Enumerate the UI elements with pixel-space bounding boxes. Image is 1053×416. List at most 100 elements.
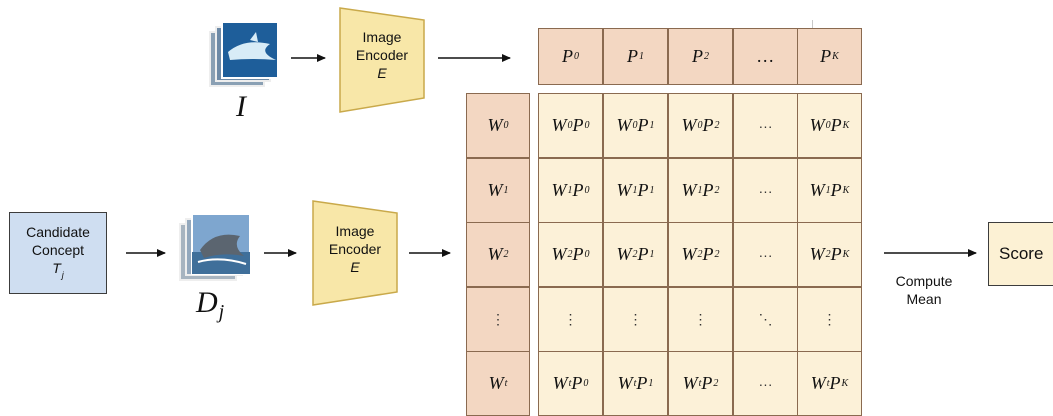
grid-cell-w-sub: 2 [825,249,831,260]
grid-cell-p: P [636,373,648,393]
grid-cell-w-sub: 1 [567,185,573,196]
grid-cell-p: P [702,244,714,264]
w-header-sym: W [487,244,503,264]
grid-cell-p-sub: K [842,249,850,260]
encoder-top-line2: Encoder [355,47,409,63]
grid-cell-p-sub: 2 [714,120,720,131]
grid-cell-p: P [572,180,584,200]
grid-cell-p-sub: 0 [584,249,590,260]
grid-cell-w: W [682,373,698,393]
p-header-sub: K [832,51,839,62]
p-header-ellipsis: … [757,46,774,66]
compute-mean-label: Compute Mean [880,272,968,308]
grid-cell-w-sub: 2 [567,249,573,260]
grid-cell-w-sub: t [826,378,830,389]
grid-cell-p-sub: K [841,378,849,389]
grid-cell-p: P [829,373,841,393]
encoder-bottom-symbol: E [350,259,360,275]
dataset-images-icon [179,213,251,281]
grid-cell-p-sub: 2 [714,185,720,196]
encoder-top-line1: Image [362,29,402,45]
w-header-sym: W [488,373,504,393]
grid-cell-w: W [809,115,825,135]
grid-cell-p-sub: K [842,185,850,196]
grid-cell-p-sub: 0 [584,120,590,131]
grid-cell: ··· [733,222,798,287]
grid-cell-p: P [572,115,584,135]
grid-cell: ⋮ [668,287,733,352]
p-header-cell: … [733,28,798,85]
grid-cell: ··· [733,93,798,158]
grid-cell-w: W [616,244,632,264]
candidate-symbol-sub: j [61,269,64,280]
grid-cell-p: P [702,180,714,200]
w-header-sub: t [504,378,508,389]
grid-cell-p: P [701,373,713,393]
grid-cell: ⋮ [538,287,603,352]
grid-cell-w: W [617,373,633,393]
p-header-sub: 0 [574,51,579,62]
grid-cell-p: P [830,180,842,200]
candidate-line2: Concept [31,241,85,258]
candidate-line1: Candidate [26,223,90,240]
grid-cell-w-sub: 1 [697,185,703,196]
grid-cell-w: W [552,373,568,393]
w-header-sym: W [487,180,503,200]
dataset-label-symbol: D [196,286,218,319]
grid-cell-w: W [551,244,567,264]
grid-cell-w-sub: t [633,378,637,389]
grid-cell-symbol: ⋮ [693,311,708,327]
grid-cell: ⋮ [797,287,862,352]
w-header-sub: 2 [503,249,509,260]
p-header-sym: P [820,46,832,66]
grid-cell-p: P [637,244,649,264]
grid-cell-symbol: ⋮ [822,311,837,327]
grid-cell-p-sub: 1 [649,120,655,131]
grid-cell-w: W [681,244,697,264]
candidate-symbol-main: T [52,259,61,276]
grid-cell-p-sub: 0 [583,378,589,389]
encoder-bottom-label: Image Encoder E [313,222,397,276]
encoder-bottom-line2: Encoder [328,241,382,257]
encoder-bottom-shape [312,200,398,306]
grid-cell-w: W [551,115,567,135]
grid-cell-symbol: ⋮ [628,311,643,327]
grid-cell: ⋮ [603,287,668,352]
w-header-vdots: ⋮ [491,311,505,327]
grid-cell-w-sub: 0 [567,120,573,131]
candidate-concept-box: Candidate Concept Tj [9,212,107,294]
grid-cell-w: W [810,373,826,393]
grid-cell-p-sub: 2 [714,249,720,260]
p-header-sub: 2 [704,51,709,62]
grid-cell-w-sub: 0 [825,120,831,131]
grid-cell-w-sub: 0 [697,120,703,131]
grid-cell-p-sub: 1 [649,249,655,260]
encoder-top-label: Image Encoder E [340,28,424,82]
w-header-sym: W [487,115,503,135]
grid-cell-w: W [681,180,697,200]
grid-cell-p: P [572,244,584,264]
image-label: I [236,90,246,123]
p-header-sym: P [692,46,703,66]
grid-cell-w: W [809,244,825,264]
dataset-label-sub: j [218,301,225,323]
grid-cell-p: P [830,115,842,135]
p-header-sym: P [627,46,638,66]
grid-cell-p-sub: K [842,120,850,131]
p-header-sym: P [562,46,573,66]
grid-cell-symbol: ··· [758,117,773,134]
grid-cell-symbol: ··· [758,375,773,392]
